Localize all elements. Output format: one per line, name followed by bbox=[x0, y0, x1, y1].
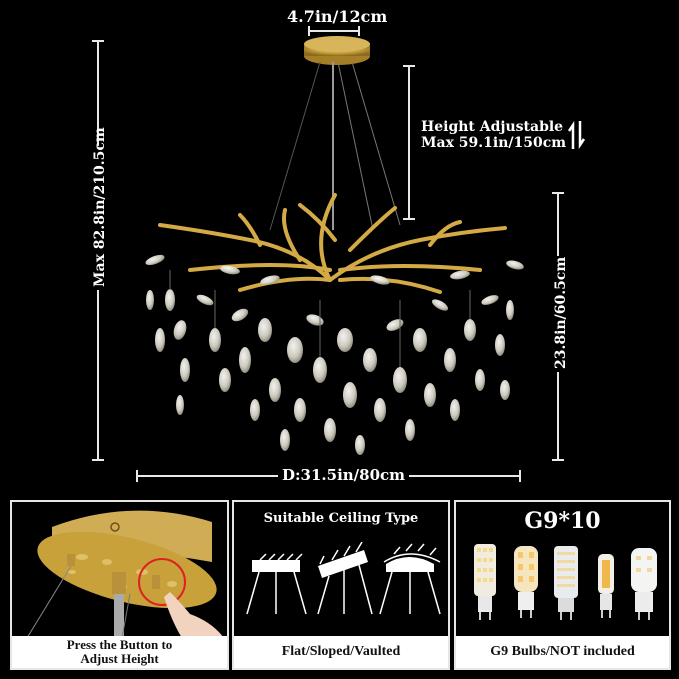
caption-line1: Press the Button to bbox=[66, 637, 173, 652]
flat-ceiling-icon bbox=[246, 553, 307, 615]
caption-line2: Adjust Height bbox=[80, 651, 159, 666]
diameter-cap-right bbox=[519, 470, 521, 482]
canopy-button-photo bbox=[12, 502, 227, 638]
vaulted-ceiling-icon bbox=[379, 543, 441, 615]
adjust-height-caption: Press the Button to Adjust Height bbox=[12, 636, 227, 668]
up-down-arrows-icon bbox=[567, 120, 586, 150]
bulb-icon bbox=[514, 546, 538, 618]
max-height-label: Max 82.8in/210.5cm bbox=[92, 127, 108, 290]
bulb-count-title: G9*10 bbox=[524, 508, 601, 534]
body-height-cap-bottom bbox=[552, 459, 564, 461]
max-height-cap-top bbox=[92, 40, 104, 42]
panel-adjust-height: Press the Button to Adjust Height bbox=[10, 500, 229, 670]
height-adjustable-line bbox=[408, 65, 410, 220]
height-adjustable-cap-top bbox=[403, 65, 415, 67]
sloped-ceiling-icon bbox=[317, 542, 373, 615]
ceiling-type-title: Suitable Ceiling Type bbox=[263, 511, 419, 526]
bulb-icon bbox=[554, 546, 578, 620]
canopy-line-cap-right bbox=[358, 26, 360, 36]
g9-bulbs-photo bbox=[474, 544, 657, 620]
chandelier-image bbox=[145, 36, 524, 455]
bulb-icon bbox=[631, 548, 657, 620]
height-adjustable-cap-bottom bbox=[403, 218, 415, 220]
diameter-label: D:31.5in/80cm bbox=[278, 466, 410, 484]
g9-bulbs-caption: G9 Bulbs/NOT included bbox=[456, 636, 669, 668]
canopy-dimension-label: 4.7in/12cm bbox=[287, 7, 388, 26]
body-height-label: 23.8in/60.5cm bbox=[553, 256, 569, 372]
bulb-icon bbox=[598, 554, 614, 618]
diameter-cap-left bbox=[136, 470, 138, 482]
height-adjustable-line2: Max 59.1in/150cm bbox=[421, 135, 567, 151]
ceiling-type-icons bbox=[246, 542, 441, 615]
body-height-cap-top bbox=[552, 192, 564, 194]
panel-g9-bulbs: G9*10 bbox=[454, 500, 671, 670]
panel-ceiling-type: Suitable Ceiling Type Flat/Sloped/Vaulte… bbox=[232, 500, 450, 670]
max-height-cap-bottom bbox=[92, 459, 104, 461]
canopy-dimension-line bbox=[308, 30, 360, 32]
height-adjustable-label: Height Adjustable Max 59.1in/150cm bbox=[421, 119, 566, 151]
ceiling-type-caption: Flat/Sloped/Vaulted bbox=[234, 636, 448, 668]
bulb-icon bbox=[474, 544, 496, 620]
height-adjustable-line1: Height Adjustable bbox=[421, 119, 564, 135]
canopy-line-cap-left bbox=[308, 26, 310, 36]
